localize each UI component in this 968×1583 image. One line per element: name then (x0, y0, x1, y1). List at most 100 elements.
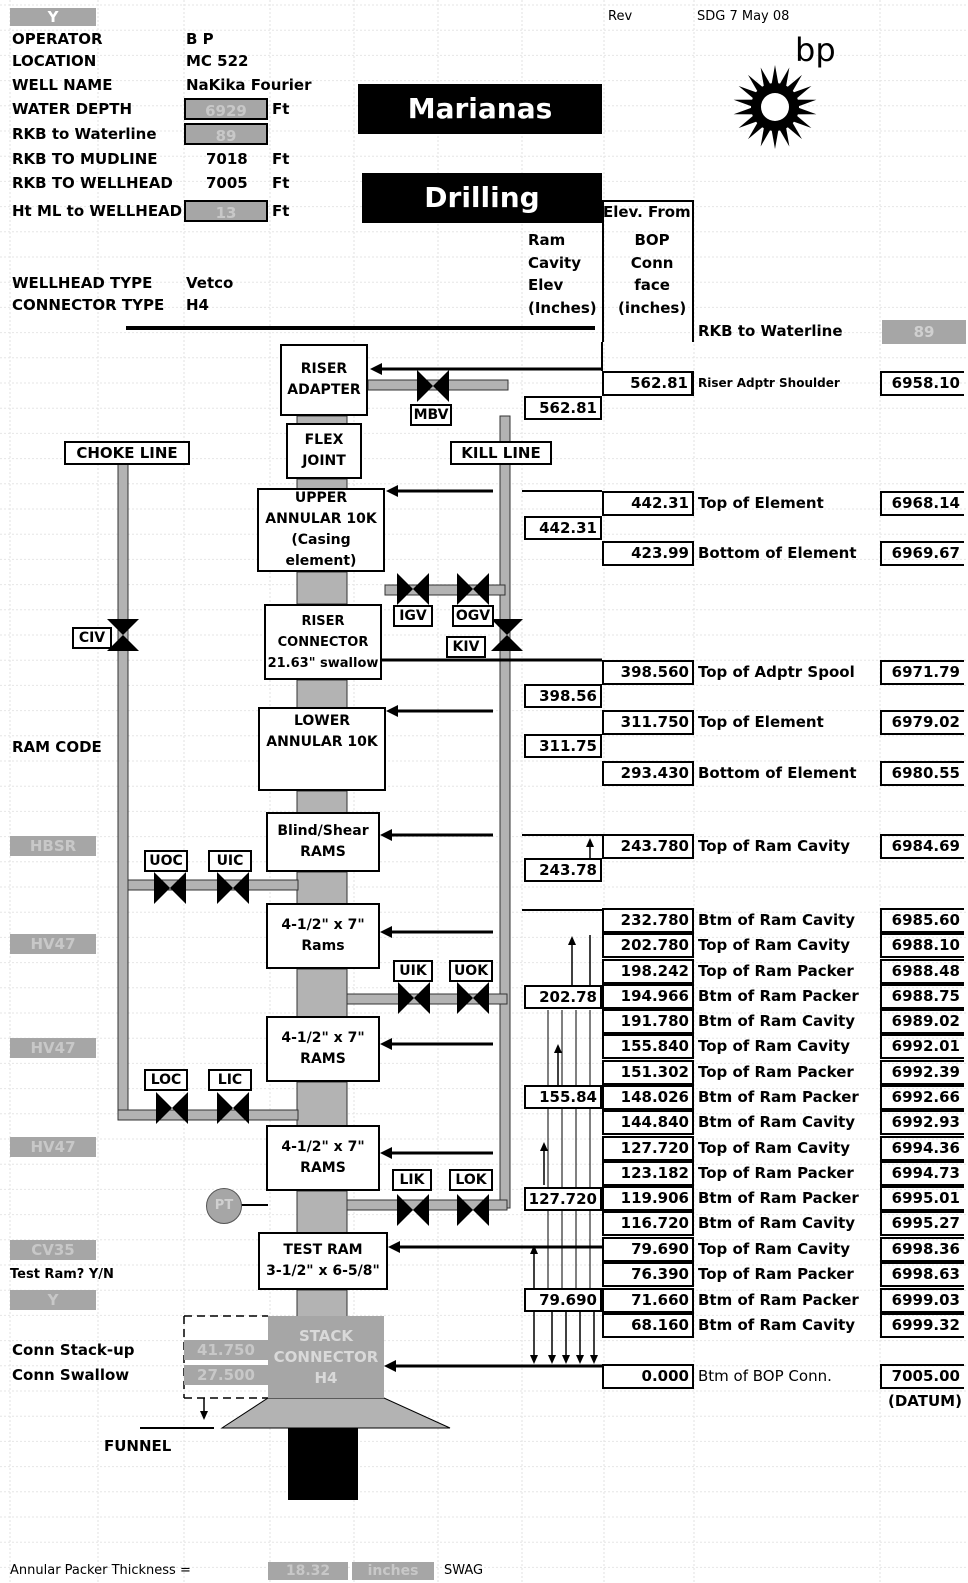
ram-code-hv47-1: HV47 (10, 934, 96, 954)
rkb-elev: 6992.39 (880, 1060, 964, 1085)
civ-valve-icon (107, 635, 139, 651)
bop-conn-elev: 232.780 (602, 908, 694, 933)
annular-packer-value[interactable]: 18.32 (268, 1562, 348, 1580)
ram-cavity-elev: 562.81 (524, 396, 602, 420)
elev-description: Top of Ram Packer (698, 1164, 854, 1182)
rkb-elev: 6992.01 (880, 1034, 964, 1059)
riser-adapter: RISER ADAPTER (280, 344, 368, 416)
bop-conn-elev: 202.780 (602, 933, 694, 958)
elev-description: Bottom of Element (698, 764, 857, 782)
elev-description: Btm of Ram Packer (698, 1088, 859, 1106)
elev-description: Btm of Ram Cavity (698, 1113, 856, 1131)
lic-label: LIC (208, 1069, 252, 1091)
info-label: RKB TO WELLHEAD (12, 174, 173, 192)
uoc-valve-icon (170, 872, 186, 904)
info-label: WELL NAME (12, 76, 113, 94)
ram-cavity-elev: 155.84 (524, 1085, 602, 1109)
elev-description: Top of Ram Packer (698, 1265, 854, 1283)
conn-stackup-value[interactable]: 41.750 (184, 1340, 268, 1360)
igv-label: IGV (393, 605, 433, 627)
bop-conn-elev: 0.000 (602, 1364, 694, 1389)
rkb-right-label: RKB to Waterline (698, 322, 843, 340)
rkb-elev: 6971.79 (880, 660, 964, 685)
ram-cavity-elev: 202.78 (524, 985, 602, 1009)
lok-label: LOK (449, 1169, 493, 1191)
pipe-rams-2: 4-1/2" x 7" RAMS (266, 1016, 380, 1082)
choke-line-pipe (117, 463, 129, 1121)
uoc-valve-icon (154, 872, 170, 904)
info-value: 7005 (206, 174, 248, 192)
swag-note: SWAG (444, 1563, 484, 1578)
dim-arrow-down (548, 1355, 556, 1364)
elev-description: Top of Ram Packer (698, 1063, 854, 1081)
mbv-label: MBV (410, 404, 452, 426)
ram-cavity-elev: 79.690 (524, 1288, 602, 1312)
rkb-elev: 6994.36 (880, 1136, 964, 1161)
elev-description: Btm of Ram Cavity (698, 1214, 856, 1232)
bop-conn-elev: 68.160 (602, 1313, 694, 1338)
gas-vent-branch (384, 584, 506, 596)
elev-from-header: Elev. From (603, 203, 691, 221)
lic-valve-icon (217, 1092, 233, 1124)
elev-description: Top of Ram Packer (698, 962, 854, 980)
uok-label: UOK (449, 960, 493, 982)
bop-conn-elev: 398.560 (602, 660, 694, 685)
annular-packer-unit: inches (352, 1562, 434, 1580)
bop-conn-elev: 71.660 (602, 1288, 694, 1313)
info-value[interactable]: 89 (184, 123, 268, 145)
rkb-elev: 6988.10 (880, 933, 964, 958)
flex-joint: FLEX JOINT (286, 423, 362, 479)
pressure-transducer-icon: PT (206, 1188, 242, 1224)
rkb-elev: 6968.14 (880, 491, 964, 516)
bop-conn-elev: 562.81 (602, 371, 694, 396)
bop-conn-elev: 194.966 (602, 984, 694, 1009)
elev-description: Bottom of Element (698, 544, 857, 562)
connector-datum-arrow (384, 1360, 396, 1372)
info-label: CONNECTOR TYPE (12, 296, 165, 314)
civ-valve-icon (107, 619, 139, 635)
blind-shear-arrow (380, 829, 392, 841)
info-unit: Ft (272, 174, 290, 192)
uic-label: UIC (208, 850, 252, 872)
ram-cavity-elev: 398.56 (524, 684, 602, 708)
bop-conn-elev: 79.690 (602, 1237, 694, 1262)
ram-code-cv35: CV35 (10, 1240, 96, 1260)
elev-description: Top of Adptr Spool (698, 663, 855, 681)
elev-description: Btm of Ram Cavity (698, 1012, 856, 1030)
rams2-arrow (380, 1038, 392, 1050)
upper-annular-arrow (386, 485, 398, 497)
conn-stackup-label: Conn Stack-up (12, 1341, 135, 1359)
kiv-valve-icon (491, 619, 523, 635)
rkb-elev: 7005.00 (880, 1364, 964, 1389)
dim-arrow-down (590, 1355, 598, 1364)
ram-cavity-header: Ram Cavity Elev (Inches) (528, 231, 597, 317)
info-value[interactable]: 6929 (184, 98, 268, 120)
rkb-elev: 6984.69 (880, 834, 964, 859)
kill-line-label: KILL LINE (450, 441, 552, 465)
dim-arrow (530, 1245, 538, 1254)
uok-valve-icon (457, 982, 473, 1014)
rkb-right-value: 89 (882, 320, 966, 344)
conn-swallow-value[interactable]: 27.500 (184, 1365, 268, 1385)
bop-conn-elev: 198.242 (602, 959, 694, 984)
rev-value: SDG 7 May 08 (697, 9, 790, 24)
uik-valve-icon (398, 982, 414, 1014)
lic-valve-icon (233, 1092, 249, 1124)
bop-conn-elev: 123.182 (602, 1161, 694, 1186)
rkb-elev: 6992.66 (880, 1085, 964, 1110)
kiv-valve-icon (491, 635, 523, 651)
igv-valve-icon (397, 573, 413, 605)
bop-conn-elev: 311.750 (602, 710, 694, 735)
elev-description: Riser Adptr Shoulder (698, 376, 840, 390)
info-value: NaKika Fourier (186, 76, 312, 94)
info-unit: Ft (272, 100, 290, 118)
info-value: H4 (186, 296, 209, 314)
info-label: Ht ML to WELLHEAD (12, 202, 183, 220)
bop-conn-elev: 155.840 (602, 1034, 694, 1059)
lik-label: LIK (392, 1169, 432, 1191)
rams3-arrow (380, 1147, 392, 1159)
test-ram-answer[interactable]: Y (10, 1290, 96, 1310)
info-value[interactable]: 13 (184, 200, 268, 222)
ram-cavity-elev: 243.78 (524, 858, 602, 882)
